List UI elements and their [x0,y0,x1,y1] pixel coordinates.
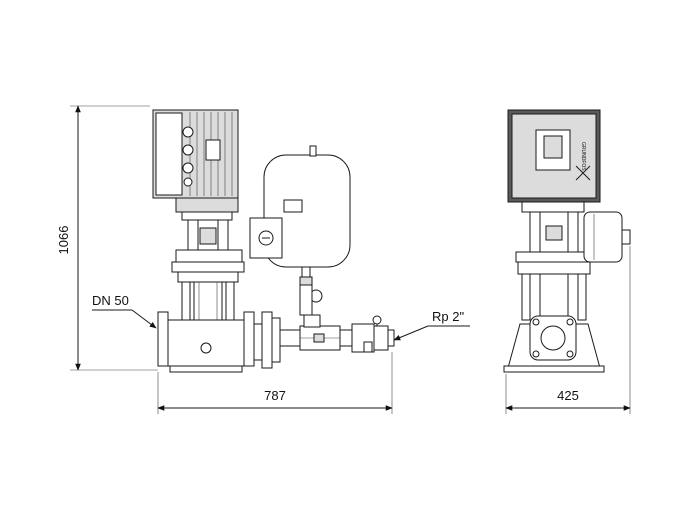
inlet-callout-label: DN 50 [92,293,129,308]
height-dimension: 1066 [56,105,158,371]
side-pump-column [517,261,591,321]
side-pressure-tank [583,211,631,263]
front-pump-column [177,271,239,321]
front-motor [152,109,239,221]
side-width-label: 425 [557,388,579,403]
side-view: GRUNDFOS [503,109,631,414]
side-motor: GRUNDFOS [507,109,601,213]
front-pressure-tank [249,145,351,328]
brand-mark: GRUNDFOS [580,142,586,171]
side-pump-base [503,315,605,373]
front-pump-base [157,311,255,373]
outlet-callout-label: Rp 2" [432,309,464,324]
front-width-dimension: 787 [157,352,393,414]
side-width-dimension: 425 [505,246,631,414]
front-width-label: 787 [264,388,286,403]
side-coupling [515,211,593,263]
front-coupling [171,219,245,273]
front-view: 1066 787 DN 50 Rp 2" [56,105,470,414]
front-discharge-pipe [253,311,395,369]
outlet-callout: Rp 2" [393,309,470,341]
inlet-callout: DN 50 [92,293,157,329]
height-dimension-label: 1066 [56,226,71,255]
